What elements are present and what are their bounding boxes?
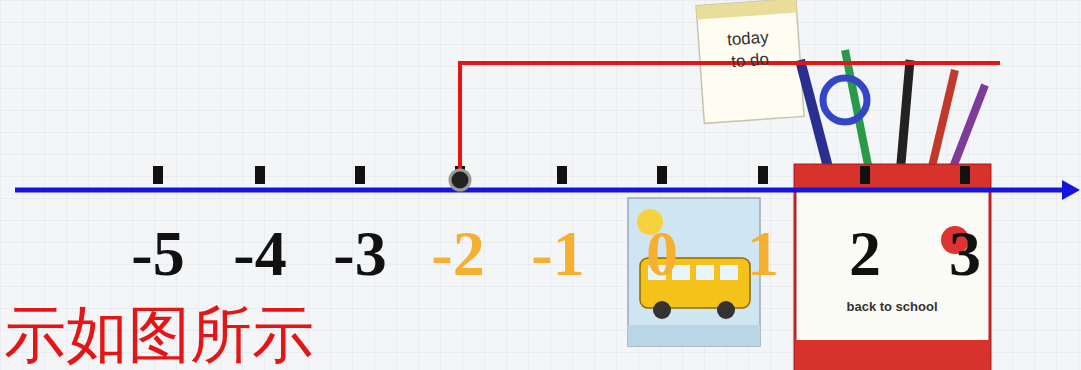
tick-number: 1: [747, 222, 779, 286]
tick-number: -1: [531, 222, 584, 286]
number-line: [15, 166, 1080, 200]
tick-number: -2: [431, 222, 484, 286]
tick-number: 0: [646, 222, 678, 286]
tick-number: 2: [849, 222, 881, 286]
caption-text: 示如图所示: [4, 304, 314, 366]
bus-picture: [628, 198, 760, 346]
pencil-cup: [795, 50, 990, 370]
tick-number: -4: [233, 222, 286, 286]
solution-ray: [460, 63, 1000, 180]
note-text: today: [726, 29, 769, 49]
tick-number: -5: [131, 222, 184, 286]
tick-number: 3: [949, 222, 981, 286]
cup-text: back to school: [846, 300, 937, 313]
closed-dot: [450, 170, 470, 190]
note-text: to do: [730, 51, 769, 71]
tick-number: -3: [333, 222, 386, 286]
